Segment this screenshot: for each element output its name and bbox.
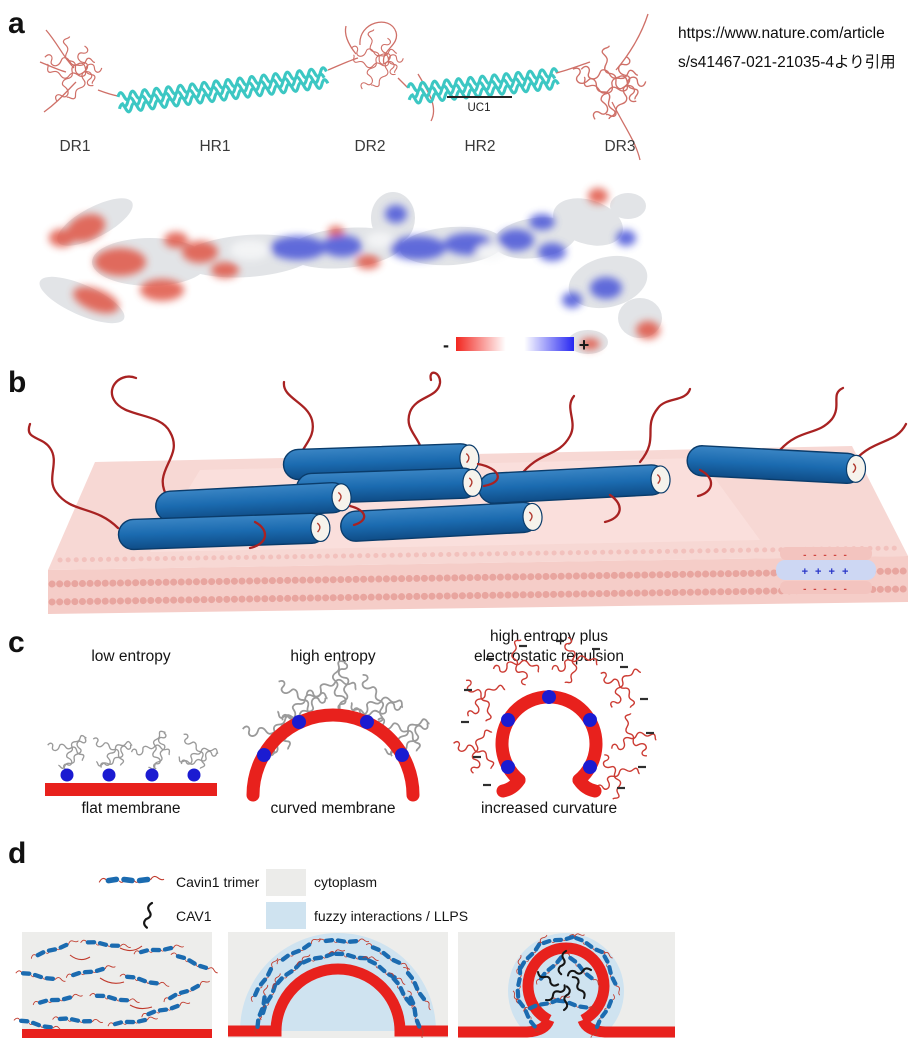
lipid-heads-row [48, 567, 908, 588]
domain-label-dr1: DR1 [59, 138, 90, 155]
electrostatic-surface [39, 188, 662, 354]
cavin-rod [117, 512, 331, 551]
d-diagram-dome [228, 932, 448, 1038]
inset-minus-row-top: - - - - - [803, 550, 849, 561]
legend-label-llps: fuzzy interactions / LLPS [314, 908, 468, 924]
uc1-label: UC1 [467, 102, 490, 114]
panel-c-label: c [8, 626, 25, 659]
c-title-2: high entropy [290, 648, 376, 665]
c-diagram-curved: high entropy curved membrane [239, 648, 432, 817]
c-diagram-increased: high entropy plus electrostatic repulsio… [449, 628, 658, 817]
dr-chains-back [27, 371, 908, 530]
citation-line1: https://www.nature.com/article [678, 25, 885, 42]
hr2-helix [406, 67, 560, 105]
cavin1-trimer-icon [98, 875, 165, 885]
d-diagram-flat [13, 932, 220, 1038]
scale-plus-sign: + [579, 335, 590, 355]
trimer-connectors [69, 945, 153, 1010]
panel-b-label: b [8, 366, 26, 399]
inset-membrane-strip [780, 581, 872, 594]
legend-label-cav1: CAV1 [176, 908, 212, 924]
c-caption-2: curved membrane [271, 800, 396, 817]
cav1-icon [143, 901, 154, 929]
flat-membrane-bar [22, 1029, 212, 1038]
membrane-anchor-dots [60, 768, 201, 782]
dr-chains-front [248, 462, 713, 550]
curved-membrane [228, 963, 448, 1037]
dr1-coil [40, 35, 105, 109]
charge-scale: - + [443, 335, 589, 355]
panel-a: a [8, 7, 662, 355]
c-caption-3: increased curvature [481, 800, 617, 817]
cavin-rod [686, 445, 867, 485]
domain-label-hr1: HR1 [199, 138, 230, 155]
panel-b: b - - - [8, 366, 908, 614]
inset-protein-strip [776, 560, 876, 580]
citation-line2: s/s41467-021-21035-4より引用 [678, 53, 896, 71]
llps-swatch [266, 902, 306, 929]
surface-charge-patches [49, 188, 660, 350]
inset-membrane-strip [780, 547, 872, 560]
cytoplasm-swatch [266, 869, 306, 896]
membrane-anchor-dots [257, 715, 409, 762]
cavin-rod [155, 482, 352, 522]
inset-plus-row: + + + + [802, 566, 851, 578]
high-curvature-membrane [495, 690, 603, 798]
membrane-anchor-dots [501, 690, 597, 774]
panel-d-label: d [8, 837, 26, 870]
legend-label-cavin1-trimer: Cavin1 trimer [176, 874, 260, 890]
domain-label-dr2: DR2 [354, 138, 385, 155]
cavin-rods [117, 443, 867, 551]
inset-minus-row-bottom: - - - - - [803, 584, 849, 595]
uc1-annotation: UC1 [447, 96, 512, 114]
c-title-3-line1: high entropy plus [490, 628, 608, 645]
legend-label-cytoplasm: cytoplasm [314, 874, 377, 890]
c-caption-1: flat membrane [81, 800, 180, 817]
cavin1-ribbon-structure: UC1 [39, 13, 649, 161]
hr1-helix [116, 66, 330, 114]
c-diagram-flat: low entropy flat membrane [45, 648, 220, 817]
disordered-strands [39, 13, 649, 161]
flat-membrane-bar [45, 783, 217, 796]
c-title-3-line2: electrostatic repulsion [474, 648, 624, 665]
panel-c: c low entropy flat membrane high entropy [8, 626, 658, 817]
scale-gradient-bar [456, 337, 574, 351]
charge-inset: - - - - - + + + + - - - - - [776, 547, 876, 595]
legend: Cavin1 trimer CAV1 cytoplasm fuzzy inter… [98, 869, 468, 929]
d-diagram-bud [458, 932, 675, 1038]
negative-charge-marks [461, 639, 654, 790]
c-title-1: low entropy [91, 648, 171, 665]
panel-d: d Cavin1 trimer CAV1 cytoplasm fuzzy int… [8, 837, 675, 1038]
dr3-coil [562, 44, 649, 128]
budding-membrane [458, 942, 675, 1038]
cavin-rod [340, 501, 543, 542]
citation: https://www.nature.com/article s/s41467-… [678, 25, 896, 71]
scale-minus-sign: - [443, 335, 449, 355]
lipid-heads-row [48, 585, 908, 606]
domain-label-hr2: HR2 [464, 138, 495, 155]
gray-polymer-brushes [45, 730, 220, 775]
panel-a-label: a [8, 7, 25, 40]
domain-label-dr3: DR3 [604, 138, 635, 155]
